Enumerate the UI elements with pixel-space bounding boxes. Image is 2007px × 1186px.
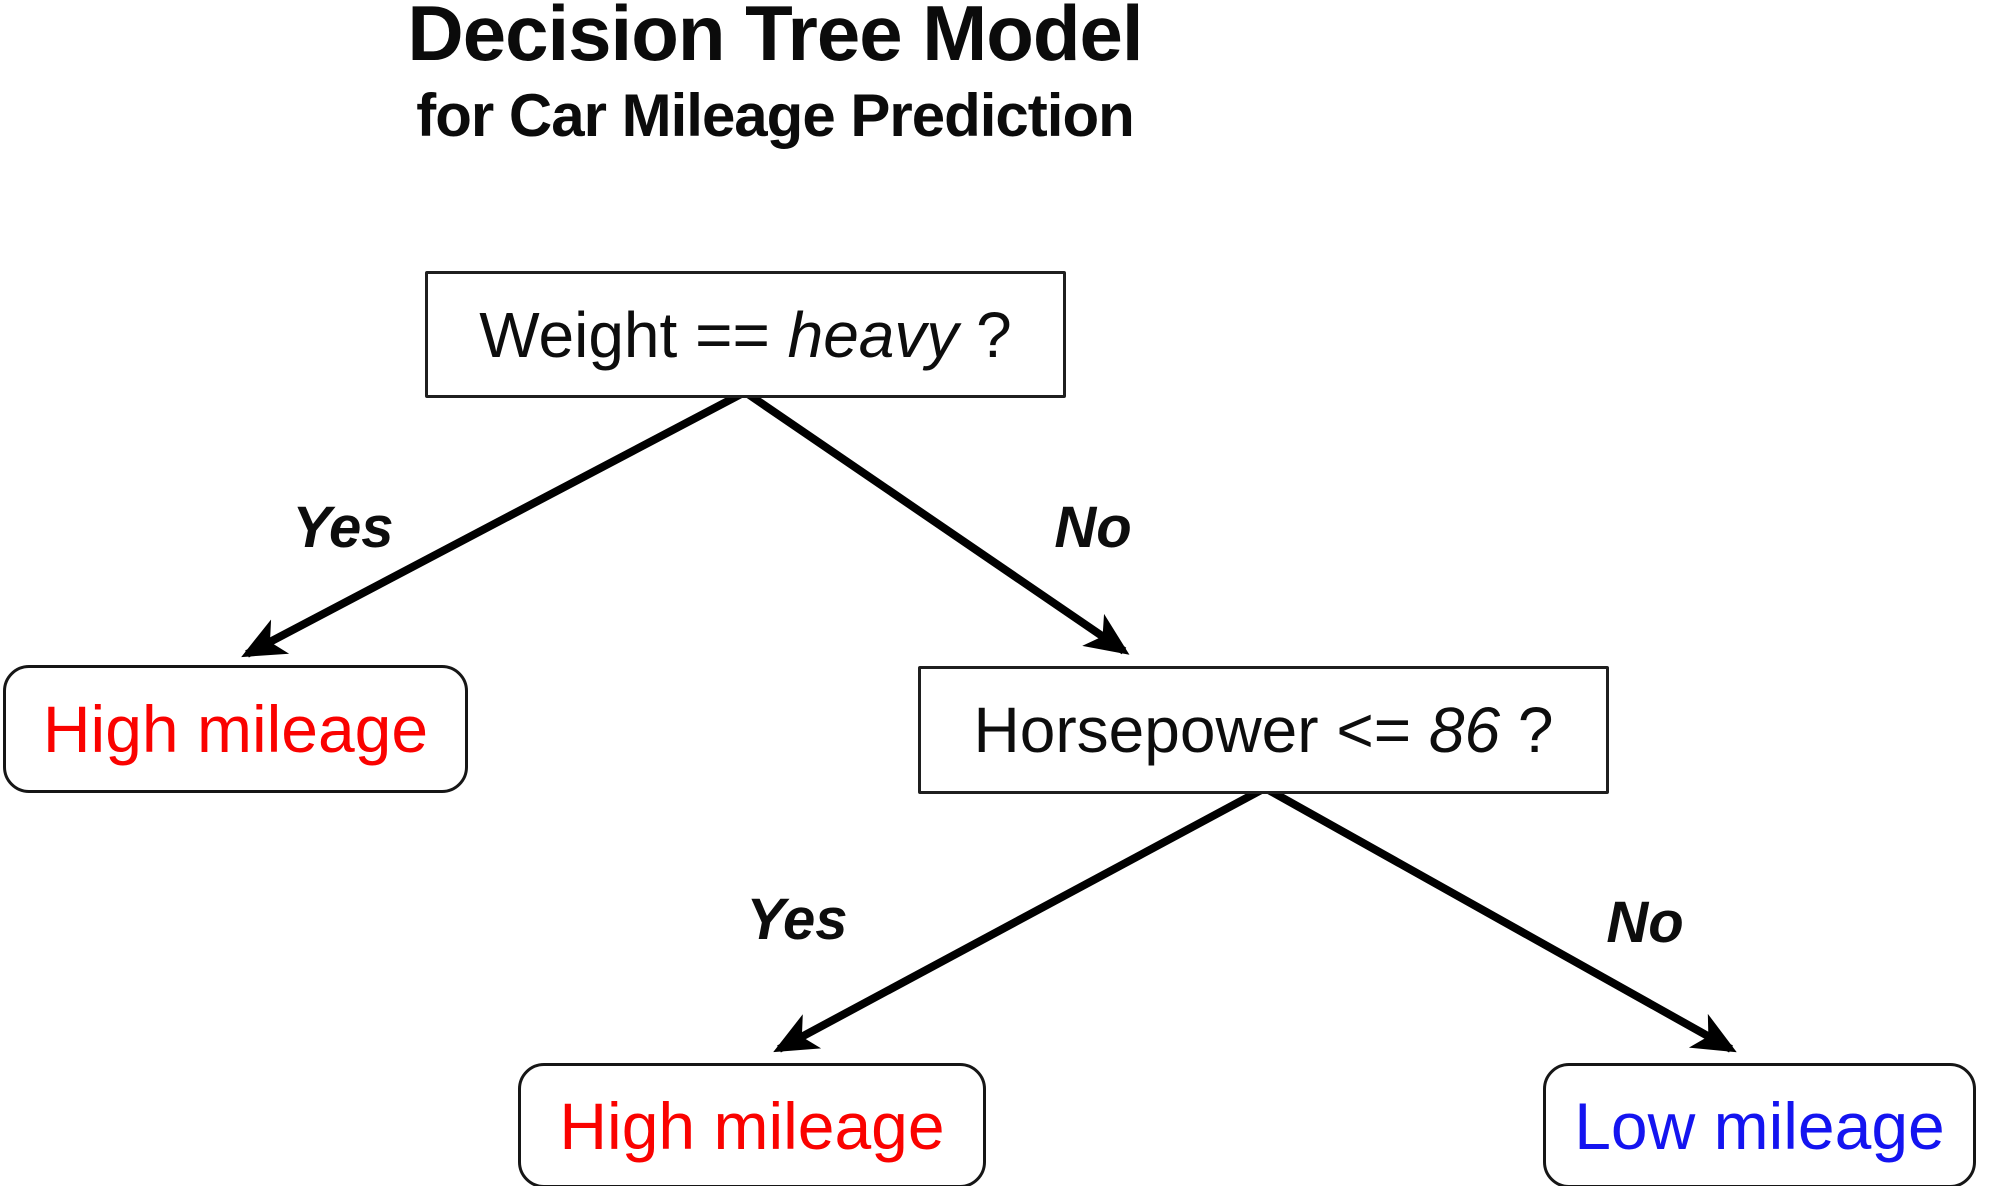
node-weight-question: Weight == heavy ?: [425, 271, 1066, 398]
edge-label-weight-yes: Yes: [292, 495, 394, 560]
diagram-title: Decision Tree Model: [407, 0, 1143, 77]
edge-label-hp-no: No: [1606, 890, 1684, 955]
leaf-low-mileage-hp-no: Low mileage: [1543, 1063, 1976, 1186]
node-hp-text-prefix: Horsepower <=: [973, 694, 1429, 766]
edge-label-hp-yes: Yes: [746, 887, 848, 952]
leaf-high-mileage-hp-yes: High mileage: [518, 1063, 986, 1186]
node-hp-text-suffix: ?: [1500, 694, 1554, 766]
node-weight-text-suffix: ?: [958, 298, 1012, 371]
edge-hp-no-line: [1263, 784, 1737, 1053]
diagram-subtitle: for Car Mileage Prediction: [416, 82, 1135, 149]
node-horsepower-question: Horsepower <= 86 ?: [918, 666, 1609, 794]
edge-hp-yes-line: [773, 784, 1267, 1053]
edge-weight-no-line: [742, 388, 1130, 655]
leaf-high-mileage-weight-yes: High mileage: [3, 665, 468, 793]
edge-label-weight-no: No: [1054, 495, 1132, 560]
node-weight-text-prefix: Weight ==: [479, 298, 788, 371]
node-hp-text-value: 86: [1428, 694, 1501, 766]
node-weight-text-value: heavy: [787, 298, 959, 371]
edge-weight-yes-line: [241, 388, 747, 658]
